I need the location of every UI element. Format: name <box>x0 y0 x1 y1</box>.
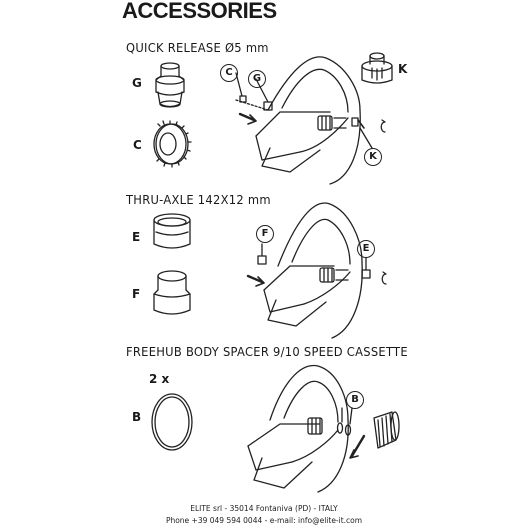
quantity-label: 2 x <box>149 372 170 386</box>
callout-f: F <box>256 225 274 243</box>
section-heading-quick-release: QUICK RELEASE Ø5 mm <box>126 40 269 55</box>
part-label-c: C <box>133 138 142 152</box>
footer-address: ELITE srl - 35014 Fontaniva (PD) - ITALY <box>190 504 338 513</box>
part-label-b: B <box>132 410 142 424</box>
part-b-spacer-drawing <box>151 393 193 451</box>
part-g-adapter-drawing <box>155 62 185 108</box>
callout-k: K <box>364 148 382 166</box>
section-heading-thru-axle: THRU-AXLE 142X12 mm <box>126 192 271 207</box>
page-title: ACCESSORIES <box>122 0 277 23</box>
callout-b: B <box>346 391 364 409</box>
part-label-e: E <box>132 230 141 244</box>
part-f-adapter-drawing <box>153 270 191 315</box>
part-k-adapter-drawing <box>361 52 393 84</box>
trainer-frame-section-2 <box>246 202 387 339</box>
callout-g: G <box>248 70 266 88</box>
section-heading-freehub-spacer: FREEHUB BODY SPACER 9/10 SPEED CASSETTE <box>126 344 408 359</box>
callout-c: C <box>220 64 238 82</box>
trainer-frame-section-3 <box>247 364 400 493</box>
cassette-drawing <box>373 411 400 449</box>
part-label-k: K <box>398 62 408 76</box>
trainer-frame-section-1 <box>235 56 386 185</box>
part-e-adapter-drawing <box>153 213 191 249</box>
part-c-ring-drawing <box>153 120 192 168</box>
part-label-f: F <box>132 287 141 301</box>
part-label-g: G <box>132 76 142 90</box>
footer-contact: Phone +39 049 594 0044 - e-mail: info@el… <box>165 516 363 525</box>
